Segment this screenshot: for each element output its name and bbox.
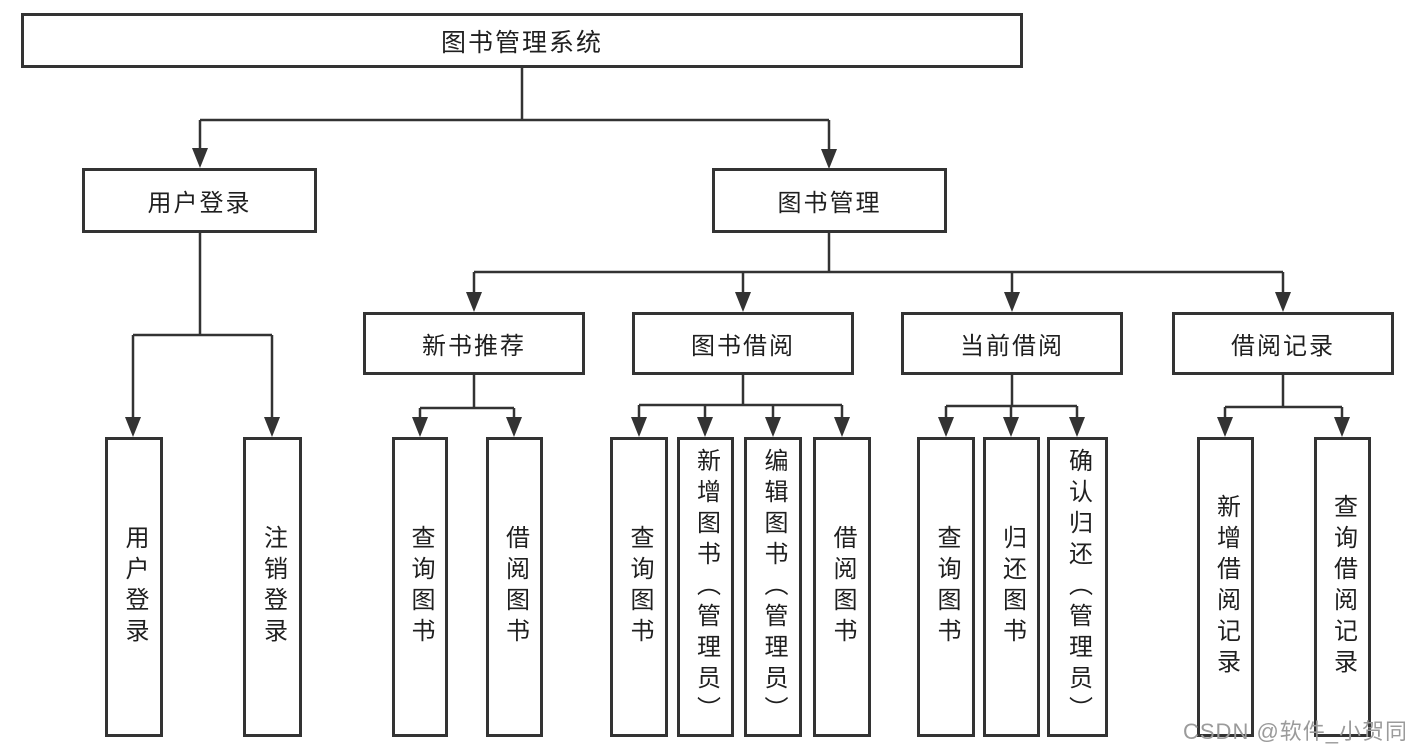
leaf-query-books-3: 查询图书 [917,437,975,737]
leaf-borrow-books-2: 借阅图书 [813,437,871,737]
connector-bookborrow-group [637,375,844,421]
arrow-icon [466,292,482,312]
connector-bookmgmt-branch [472,233,1285,296]
connector-root-to-level2 [198,68,831,153]
leaf-logout: 注销登录 [243,437,302,737]
leaf-query-books-1: 查询图书 [392,437,448,737]
connector-userlogin-branch [131,233,274,421]
arrow-icon [1275,292,1291,312]
leaf-add-books-admin: 新增图书（管理员） [677,437,734,737]
arrowheads [125,148,1350,437]
arrow-icon [697,417,713,437]
arrow-icon [631,417,647,437]
arrow-icon [938,417,954,437]
leaf-confirm-return-admin: 确认归还（管理员） [1047,437,1108,737]
leaf-edit-books-admin: 编辑图书（管理员） [744,437,802,737]
connector-newbook-group [418,375,516,421]
arrow-icon [192,148,208,168]
arrow-icon [735,292,751,312]
node-borrowing-records: 借阅记录 [1172,312,1394,375]
arrow-icon [264,417,280,437]
arrow-icon [765,417,781,437]
node-user-login: 用户登录 [82,168,317,233]
arrow-icon [1004,292,1020,312]
arrow-icon [506,417,522,437]
arrow-icon [1334,417,1350,437]
csdn-watermark: CSDN @软件_小贺同学 [1183,719,1405,744]
arrow-icon [125,417,141,437]
arrow-icon [412,417,428,437]
arrow-icon [1217,417,1233,437]
arrow-icon [834,417,850,437]
leaf-user-login: 用户登录 [105,437,163,737]
node-book-management: 图书管理 [712,168,947,233]
arrow-icon [1069,417,1085,437]
leaf-return-books: 归还图书 [983,437,1040,737]
leaf-borrow-books-1: 借阅图书 [486,437,543,737]
node-current-borrowing: 当前借阅 [901,312,1123,375]
node-new-book-recommend: 新书推荐 [363,312,585,375]
leaf-add-borrow-record: 新增借阅记录 [1197,437,1254,737]
leaf-query-borrow-record: 查询借阅记录 [1314,437,1371,737]
node-book-borrowing: 图书借阅 [632,312,854,375]
connector-records-group [1223,375,1344,421]
node-root-library-system: 图书管理系统 [21,13,1023,68]
arrow-icon [1003,417,1019,437]
connector-currentborrow-group [944,375,1079,421]
leaf-query-books-2: 查询图书 [610,437,668,737]
arrow-icon [821,149,837,169]
